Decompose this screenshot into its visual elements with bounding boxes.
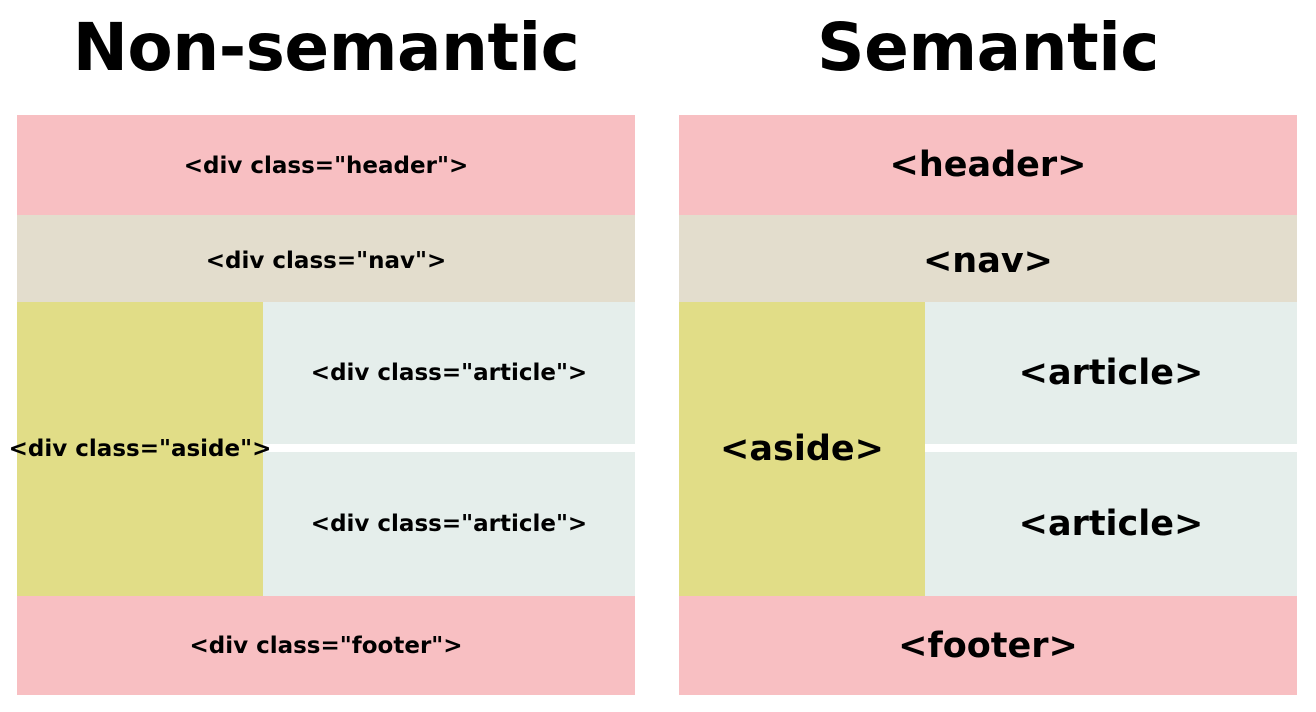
panel-title-non-semantic: Non-semantic <box>72 9 580 86</box>
block-article-1-label: <article> <box>1018 353 1204 393</box>
block-article-2-label: <article> <box>1018 504 1204 544</box>
block-nav-label: <div class="nav"> <box>205 247 447 274</box>
block-article-2-non-semantic: <div class="article"> <box>263 452 635 596</box>
block-article-1-semantic: <article> <box>925 302 1297 444</box>
panel-semantic: Semantic <header> <nav> <aside> <article… <box>679 0 1297 712</box>
block-article-2-semantic: <article> <box>925 452 1297 596</box>
block-aside-label: <aside> <box>720 429 884 469</box>
layout-diagram-semantic: <header> <nav> <aside> <article> <articl… <box>679 115 1297 695</box>
block-footer-semantic: <footer> <box>679 596 1297 695</box>
block-nav-label: <nav> <box>922 240 1053 281</box>
block-header-label: <div class="header"> <box>183 153 469 179</box>
block-nav-semantic: <nav> <box>679 215 1297 302</box>
block-article-1-non-semantic: <div class="article"> <box>263 302 635 444</box>
block-aside-non-semantic: <div class="aside"> <box>9 302 271 596</box>
block-article-2-label: <div class="article"> <box>310 511 588 537</box>
panel-title-semantic: Semantic <box>817 9 1159 86</box>
block-footer-non-semantic: <div class="footer"> <box>17 596 635 695</box>
block-nav-non-semantic: <div class="nav"> <box>17 215 635 302</box>
block-aside-label: <div class="aside"> <box>8 436 272 462</box>
block-footer-label: <div class="footer"> <box>189 632 463 659</box>
block-header-label: <header> <box>889 145 1087 185</box>
block-aside-semantic: <aside> <box>679 302 925 596</box>
block-article-1-label: <div class="article"> <box>310 360 588 386</box>
panel-non-semantic: Non-semantic <div class="header"> <div c… <box>9 0 635 712</box>
block-header-semantic: <header> <box>679 115 1297 215</box>
layout-diagram-non-semantic: <div class="header"> <div class="nav"> <… <box>9 115 635 695</box>
block-footer-label: <footer> <box>898 625 1078 666</box>
block-header-non-semantic: <div class="header"> <box>17 115 635 215</box>
